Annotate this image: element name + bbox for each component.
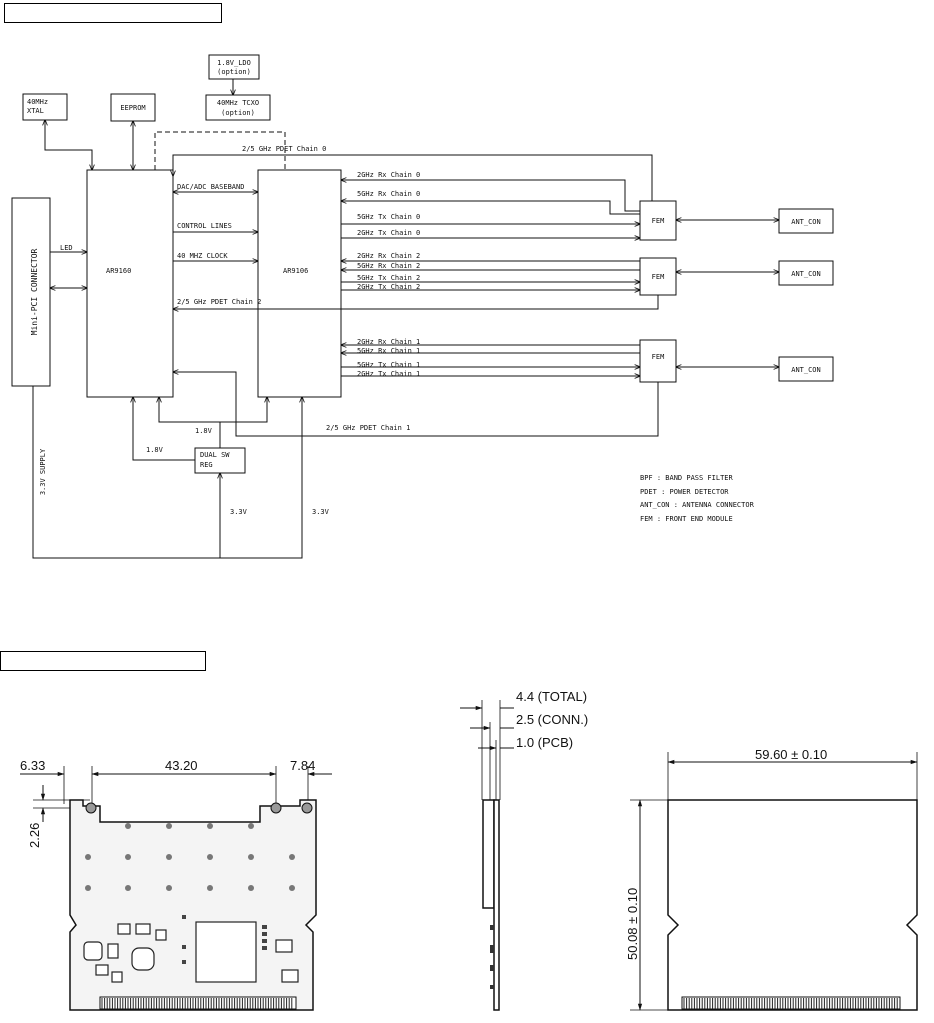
control-lines-label: CONTROL LINES	[177, 222, 232, 230]
dim-width: 59.60 ± 0.10	[755, 747, 827, 762]
ant2-label: ANT_CON	[791, 270, 821, 278]
tcxo-label: 40MHz TCXO	[217, 99, 259, 107]
ldo-option: (option)	[217, 68, 251, 76]
v18-label-b: 1.8V	[195, 427, 213, 435]
dim-784: 7.84	[290, 758, 315, 773]
led-label: LED	[60, 244, 73, 252]
ar9160-label: AR9160	[106, 267, 131, 275]
c0-2g-rx: 2GHz Rx Chain 0	[357, 171, 420, 179]
dim-633: 6.33	[20, 758, 45, 773]
board-outline-view: 59.60 ± 0.10 50.08 ± 0.10	[625, 747, 918, 1011]
supply-label: 3.3V SUPPLY	[39, 448, 47, 495]
dim-4320: 43.20	[165, 758, 198, 773]
xtal-block	[22, 93, 68, 121]
fem0-label: FEM	[652, 217, 665, 225]
fem1-label: FEM	[652, 353, 665, 361]
v33-label-a: 3.3V	[230, 508, 248, 516]
dim-conn: 2.5 (CONN.)	[516, 712, 588, 727]
c1-2g-tx: 2GHz Tx Chain 1	[357, 370, 420, 378]
legend-pdet: PDET : POWER DETECTOR	[640, 488, 729, 496]
legend-ant: ANT_CON : ANTENNA CONNECTOR	[640, 501, 755, 509]
v33-label-b: 3.3V	[312, 508, 330, 516]
board-top-view: 6.33 43.20 7.84 2.26	[20, 758, 332, 1011]
tcxo-block	[205, 94, 271, 121]
legend-fem: FEM : FRONT END MODULE	[640, 515, 733, 523]
section-header-dimensions	[0, 651, 206, 671]
dac-adc-label: DAC/ADC BASEBAND	[177, 183, 244, 191]
reg-label-1: DUAL SW	[200, 451, 230, 459]
clock-label: 40 MHZ CLOCK	[177, 252, 228, 260]
ar9106-block	[257, 169, 342, 398]
legend-bpf: BPF : BAND PASS FILTER	[640, 474, 734, 482]
dim-pcb: 1.0 (PCB)	[516, 735, 573, 750]
minipci-connector-block	[11, 197, 51, 387]
c1-5g-rx: 5GHz Rx Chain 1	[357, 347, 420, 355]
c2-5g-tx: 5GHz Tx Chain 2	[357, 274, 420, 282]
pdet-chain1-label: 2/5 GHz PDET Chain 1	[326, 424, 410, 432]
ar9106-label: AR9106	[283, 267, 308, 275]
c1-5g-tx: 5GHz Tx Chain 1	[357, 361, 420, 369]
xtal-label-2: XTAL	[27, 107, 44, 115]
ldo-block	[208, 54, 260, 80]
c2-2g-rx: 2GHz Rx Chain 2	[357, 252, 420, 260]
ant0-label: ANT_CON	[791, 218, 821, 226]
c1-2g-rx: 2GHz Rx Chain 1	[357, 338, 420, 346]
dim-height: 50.08 ± 0.10	[625, 888, 640, 960]
ldo-label: 1.8V_LDO	[217, 59, 251, 67]
c2-2g-tx: 2GHz Tx Chain 2	[357, 283, 420, 291]
pdet-chain0-label: 2/5 GHz PDET Chain 0	[242, 145, 326, 153]
ar9160-block	[86, 169, 174, 398]
fem0-block	[639, 200, 677, 241]
fem1-block	[639, 339, 677, 383]
section-header-block-diagram	[4, 3, 222, 23]
c0-5g-tx: 5GHz Tx Chain 0	[357, 213, 420, 221]
minipci-label: Mini-PCI CONNECTOR	[30, 248, 39, 335]
dim-total: 4.4 (TOTAL)	[516, 689, 587, 704]
pdet-chain2-label: 2/5 GHz PDET Chain 2	[177, 298, 261, 306]
dim-226: 2.26	[27, 823, 42, 848]
board-side-view: 4.4 (TOTAL) 2.5 (CONN.) 1.0 (PCB)	[460, 689, 588, 1011]
c0-5g-rx: 5GHz Rx Chain 0	[357, 190, 420, 198]
ant2-block	[778, 260, 834, 286]
ant0-block	[778, 208, 834, 234]
fem2-label: FEM	[652, 273, 665, 281]
tcxo-option: (option)	[221, 109, 255, 117]
c0-2g-tx: 2GHz Tx Chain 0	[357, 229, 420, 237]
ant1-block	[778, 356, 834, 382]
block-diagram: 1.8V_LDO (option) 40MHz TCXO (option) 40…	[11, 54, 834, 559]
v18-label-a: 1.8V	[146, 446, 164, 454]
xtal-label-1: 40MHz	[27, 98, 48, 106]
eeprom-label: EEPROM	[120, 104, 145, 112]
reg-label-2: REG	[200, 461, 213, 469]
ant1-label: ANT_CON	[791, 366, 821, 374]
c2-5g-rx: 5GHz Rx Chain 2	[357, 262, 420, 270]
